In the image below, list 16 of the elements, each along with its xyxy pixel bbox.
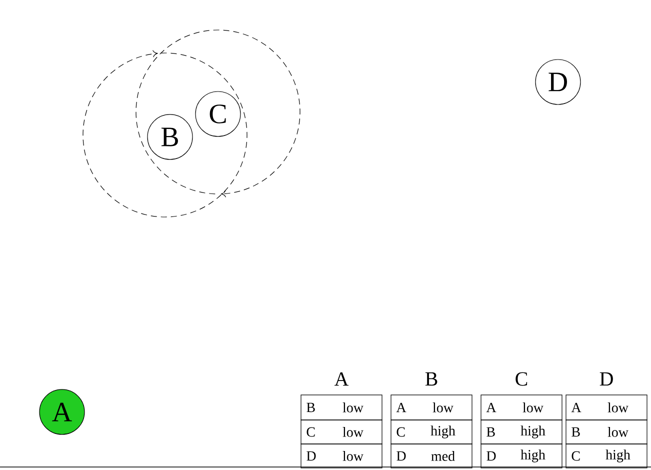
table-row: C high <box>566 444 648 468</box>
table-heading: A <box>334 372 349 386</box>
table-row: A low <box>480 394 562 420</box>
table-row: A low <box>566 394 648 420</box>
table-row: B high <box>480 420 562 444</box>
table-row: B low <box>300 394 382 420</box>
table-row: D med <box>390 444 472 468</box>
table-row: C high <box>390 420 472 444</box>
table-heading: B <box>425 372 438 386</box>
table-row: C low <box>300 420 382 444</box>
table-row: A low <box>390 394 472 420</box>
table-heading: C <box>516 372 528 386</box>
table-row: B low <box>566 420 648 444</box>
table-row: D high <box>480 444 562 468</box>
table-row: D low <box>300 444 382 468</box>
table-heading: D <box>600 372 613 386</box>
